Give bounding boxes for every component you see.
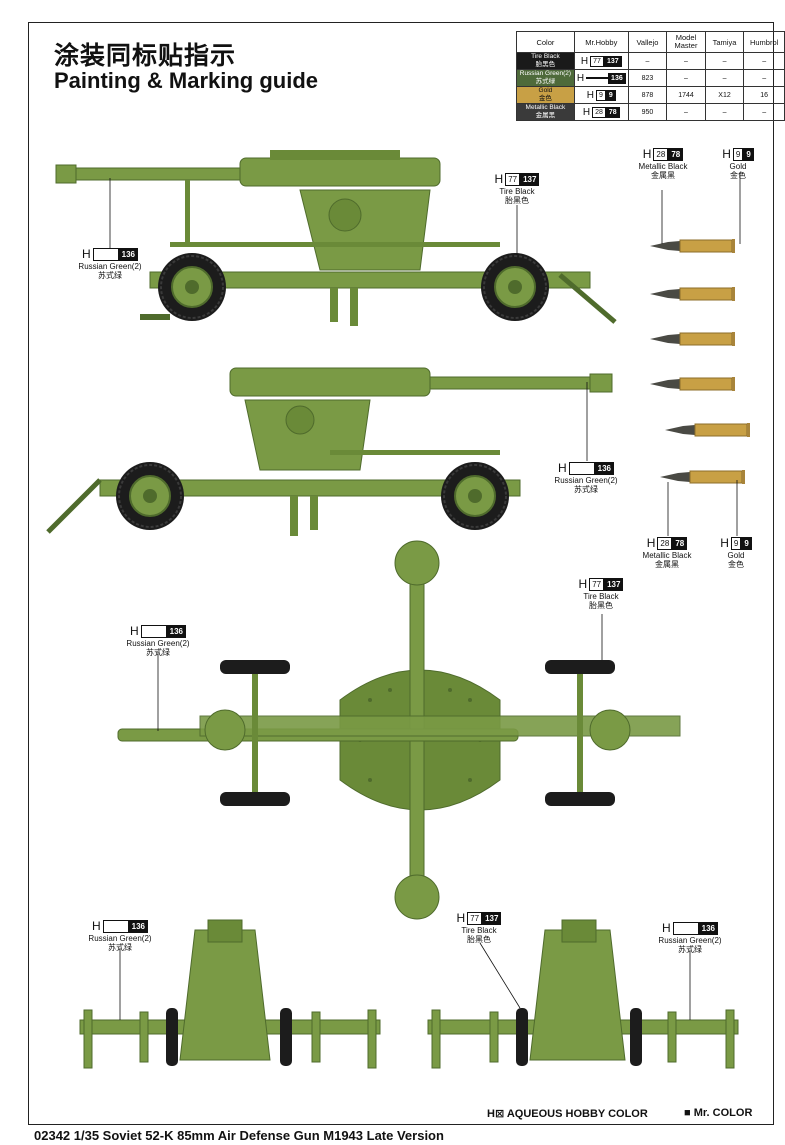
mr-color-square-icon: ■	[684, 1107, 691, 1119]
guide-sheet-border	[28, 22, 774, 1125]
title-english: Painting & Marking guide	[54, 68, 319, 93]
side-view-right-facing	[46, 367, 613, 536]
top-view	[117, 540, 681, 920]
legend-mr-color: ■ Mr. COLOR	[684, 1107, 752, 1119]
mr-color-label: Mr. COLOR	[693, 1107, 753, 1119]
side-view-left-facing	[55, 150, 617, 326]
model-master-code: –	[666, 103, 706, 121]
color-reference-table: Color Mr.Hobby Vallejo Model Master Tami…	[516, 31, 785, 121]
aqueous-label: AQUEOUS HOBBY COLOR	[506, 1108, 648, 1120]
product-footer: 02342 1/35 Soviet 52-K 85mm Air Defense …	[34, 1128, 444, 1143]
table-header-row: Color Mr.Hobby Vallejo Model Master Tami…	[516, 31, 785, 53]
ammunition-rounds	[649, 238, 751, 485]
color-swatch-russian-green: Russian Green(2)苏式绿	[516, 69, 575, 87]
humbrol-code: –	[743, 103, 785, 121]
title-chinese: 涂装同标贴指示	[54, 41, 237, 70]
rear-view	[427, 919, 739, 1069]
aqueous-mark-icon: H⊠	[487, 1108, 505, 1120]
callout-leader-lines	[109, 172, 741, 1020]
legend-aqueous: H⊠ AQUEOUS HOBBY COLOR	[487, 1107, 648, 1120]
front-view	[79, 919, 381, 1069]
humbrol-code: 16	[743, 86, 785, 104]
vallejo-code: 950	[627, 103, 668, 121]
